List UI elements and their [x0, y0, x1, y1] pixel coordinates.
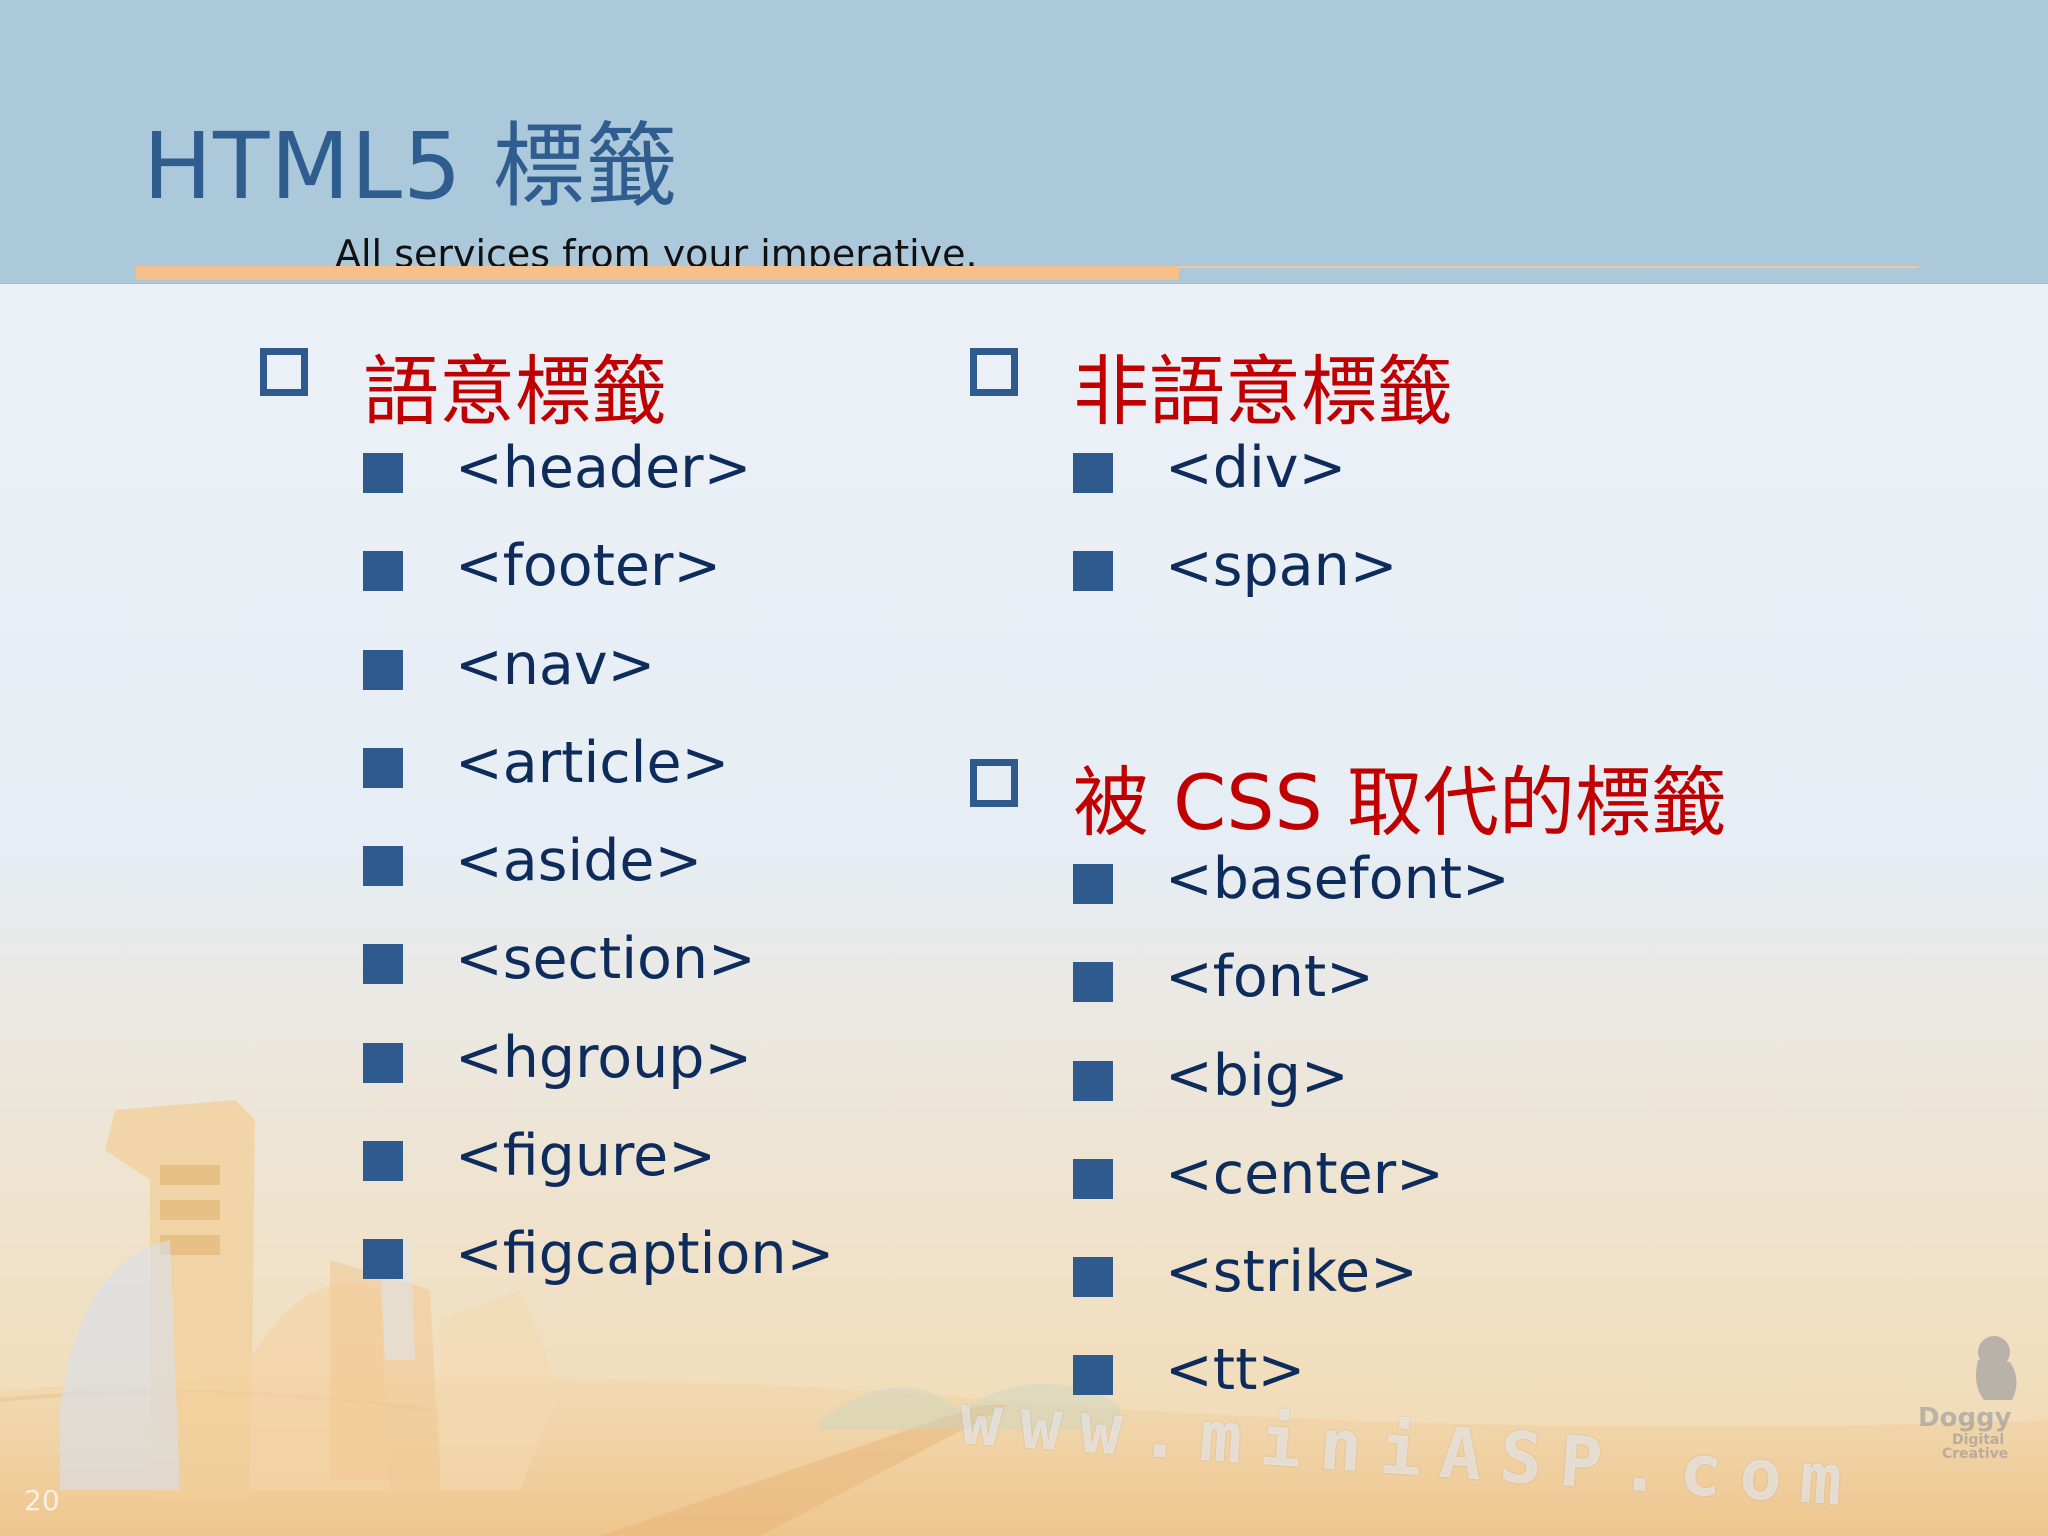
square-bullet-icon — [363, 944, 403, 985]
square-bullet-icon — [363, 551, 403, 592]
list-item: <section> — [260, 926, 880, 1032]
square-bullet-icon — [363, 747, 403, 788]
square-bullet-icon — [1073, 1355, 1113, 1396]
tag-name: <font> — [1165, 944, 1374, 1011]
svg-text:Doggy: Doggy — [1918, 1403, 2012, 1433]
square-bullet-icon — [363, 1239, 403, 1280]
section-heading-text: 非語意標籤 — [1073, 347, 1453, 436]
tag-name: <tt> — [1165, 1337, 1306, 1404]
square-bullet-icon — [363, 649, 403, 690]
section-heading: 語意標籤 — [260, 330, 880, 436]
list-item: <center> — [970, 1141, 1730, 1247]
tag-name: <header> — [455, 435, 752, 501]
tag-name: <big> — [1165, 1042, 1349, 1109]
tag-name: <figure> — [455, 1123, 716, 1190]
square-bullet-icon — [1073, 1158, 1113, 1199]
list-item: <font> — [970, 944, 1730, 1050]
background-city-illustration — [0, 1100, 2048, 1536]
list-item: <hgroup> — [260, 1025, 880, 1131]
list-item: <strike> — [970, 1239, 1730, 1345]
list-item: <big> — [970, 1043, 1730, 1149]
section-heading: 被 CSS 取代的標籤 — [970, 741, 1730, 847]
title-underline-accent — [136, 266, 1179, 280]
square-bullet-icon — [1073, 1257, 1113, 1298]
list-item: <span> — [970, 533, 1730, 639]
list-item: <header> — [260, 435, 880, 541]
square-bullet-icon — [1073, 1060, 1113, 1101]
list-item: <footer> — [260, 533, 880, 639]
tag-name: <nav> — [455, 631, 656, 698]
list-item: <basefont> — [970, 846, 1730, 952]
hollow-square-bullet-icon — [970, 348, 1018, 396]
semantic-tags-column: 語意標籤 <header> <footer> <nav> <article> <… — [260, 330, 880, 1328]
list-item: <div> — [970, 435, 1730, 541]
tag-list: <basefont> <font> <big> <center> <strike… — [970, 846, 1730, 1444]
section-heading: 非語意標籤 — [970, 330, 1730, 436]
css-replaced-tags-column: 被 CSS 取代的標籤 <basefont> <font> <big> <cen… — [970, 741, 1730, 1444]
tag-name: <figcaption> — [455, 1221, 835, 1288]
svg-text:Creative: Creative — [1942, 1446, 2008, 1460]
hollow-square-bullet-icon — [970, 759, 1018, 807]
hollow-square-bullet-icon — [260, 348, 308, 396]
tag-name: <span> — [1165, 533, 1398, 600]
square-bullet-icon — [363, 1042, 403, 1083]
list-item: <figure> — [260, 1123, 880, 1229]
square-bullet-icon — [1073, 551, 1113, 592]
list-item: <article> — [260, 730, 880, 836]
square-bullet-icon — [363, 846, 403, 887]
svg-text:Digital: Digital — [1952, 1432, 2004, 1448]
tag-name: <section> — [455, 926, 756, 993]
tag-name: <footer> — [455, 533, 722, 600]
tag-name: <div> — [1165, 435, 1347, 501]
tag-list: <div> <span> — [970, 435, 1730, 640]
tag-name: <center> — [1165, 1140, 1444, 1207]
list-item: <aside> — [260, 828, 880, 934]
list-item: <tt> — [970, 1337, 1730, 1443]
tag-name: <aside> — [455, 828, 703, 895]
list-item: <nav> — [260, 632, 880, 738]
tag-list: <header> <footer> <nav> <article> <aside… — [260, 435, 880, 1328]
doggy-digital-creative-logo: Doggy Digital Creative — [1918, 1336, 2017, 1460]
section-heading-text: 被 CSS 取代的標籤 — [1073, 758, 1727, 847]
square-bullet-icon — [1073, 962, 1113, 1003]
square-bullet-icon — [1073, 864, 1113, 904]
tag-name: <hgroup> — [455, 1024, 753, 1091]
title-underline-thin — [1179, 266, 1919, 268]
tag-name: <strike> — [1165, 1239, 1418, 1306]
slide-title: HTML5 標籤 — [143, 113, 679, 220]
square-bullet-icon — [363, 1141, 403, 1182]
list-item: <figcaption> — [260, 1221, 880, 1327]
tag-name: <article> — [455, 729, 730, 796]
square-bullet-icon — [363, 453, 403, 493]
header-band — [0, 0, 2048, 284]
square-bullet-icon — [1073, 453, 1113, 493]
non-semantic-tags-column: 非語意標籤 <div> <span> — [970, 330, 1730, 640]
slide-number: 20 — [24, 1484, 60, 1517]
tag-name: <basefont> — [1165, 846, 1510, 912]
section-heading-text: 語意標籤 — [363, 347, 667, 436]
